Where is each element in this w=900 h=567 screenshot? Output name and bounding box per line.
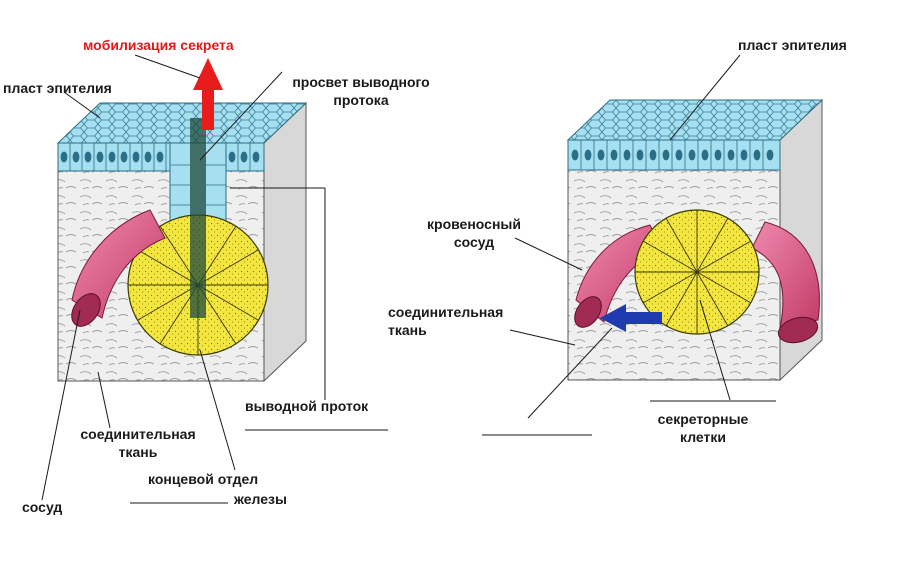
label-end-section-line1: концевой отдел [148, 471, 259, 487]
label-epithelium-left: пласт эпителия [3, 80, 112, 96]
secretion-to-blood-arrow [600, 304, 662, 332]
leader-lines [41, 54, 776, 504]
left-epithelium-cells [60, 143, 260, 171]
label-end-section-line2: железы [234, 491, 287, 507]
label-connective-right-line1: соединительная [388, 304, 504, 320]
label-blood-vessel-line1: кровеносный [427, 216, 521, 232]
label-duct-lumen-line2: протока [333, 92, 389, 108]
label-excretory-duct: выводной проток [245, 398, 369, 414]
right-secretory-cell-borders [635, 210, 759, 334]
right-figure [566, 98, 824, 382]
right-epithelium-top [566, 99, 824, 141]
label-epithelium-right: пласт эпителия [738, 37, 847, 53]
right-vessel-right-opening [777, 316, 819, 344]
left-block-side-face [263, 101, 307, 383]
left-epithelium-top [56, 102, 308, 144]
label-blood-vessel-line2: сосуд [453, 234, 495, 250]
label-secretory-cells-line2: клетки [680, 429, 726, 445]
label-secretory-cells-line1: секреторные [657, 411, 749, 427]
left-figure [56, 58, 308, 383]
label-secretion-mobilization: мобилизация секрета [83, 37, 234, 53]
label-connective-left-line1: соединительная [80, 426, 196, 442]
secretion-arrow [193, 58, 223, 130]
right-vessel-left-opening [574, 296, 602, 328]
label-connective-left-line2: ткань [118, 444, 158, 460]
left-duct-lumen [190, 118, 206, 318]
label-vessel-left: сосуд [22, 499, 63, 515]
label-duct-lumen-line1: просвет выводного [292, 74, 430, 90]
right-epithelium-cells [571, 140, 774, 170]
right-vessel-right [751, 221, 820, 329]
label-connective-right-line2: ткань [388, 322, 427, 338]
